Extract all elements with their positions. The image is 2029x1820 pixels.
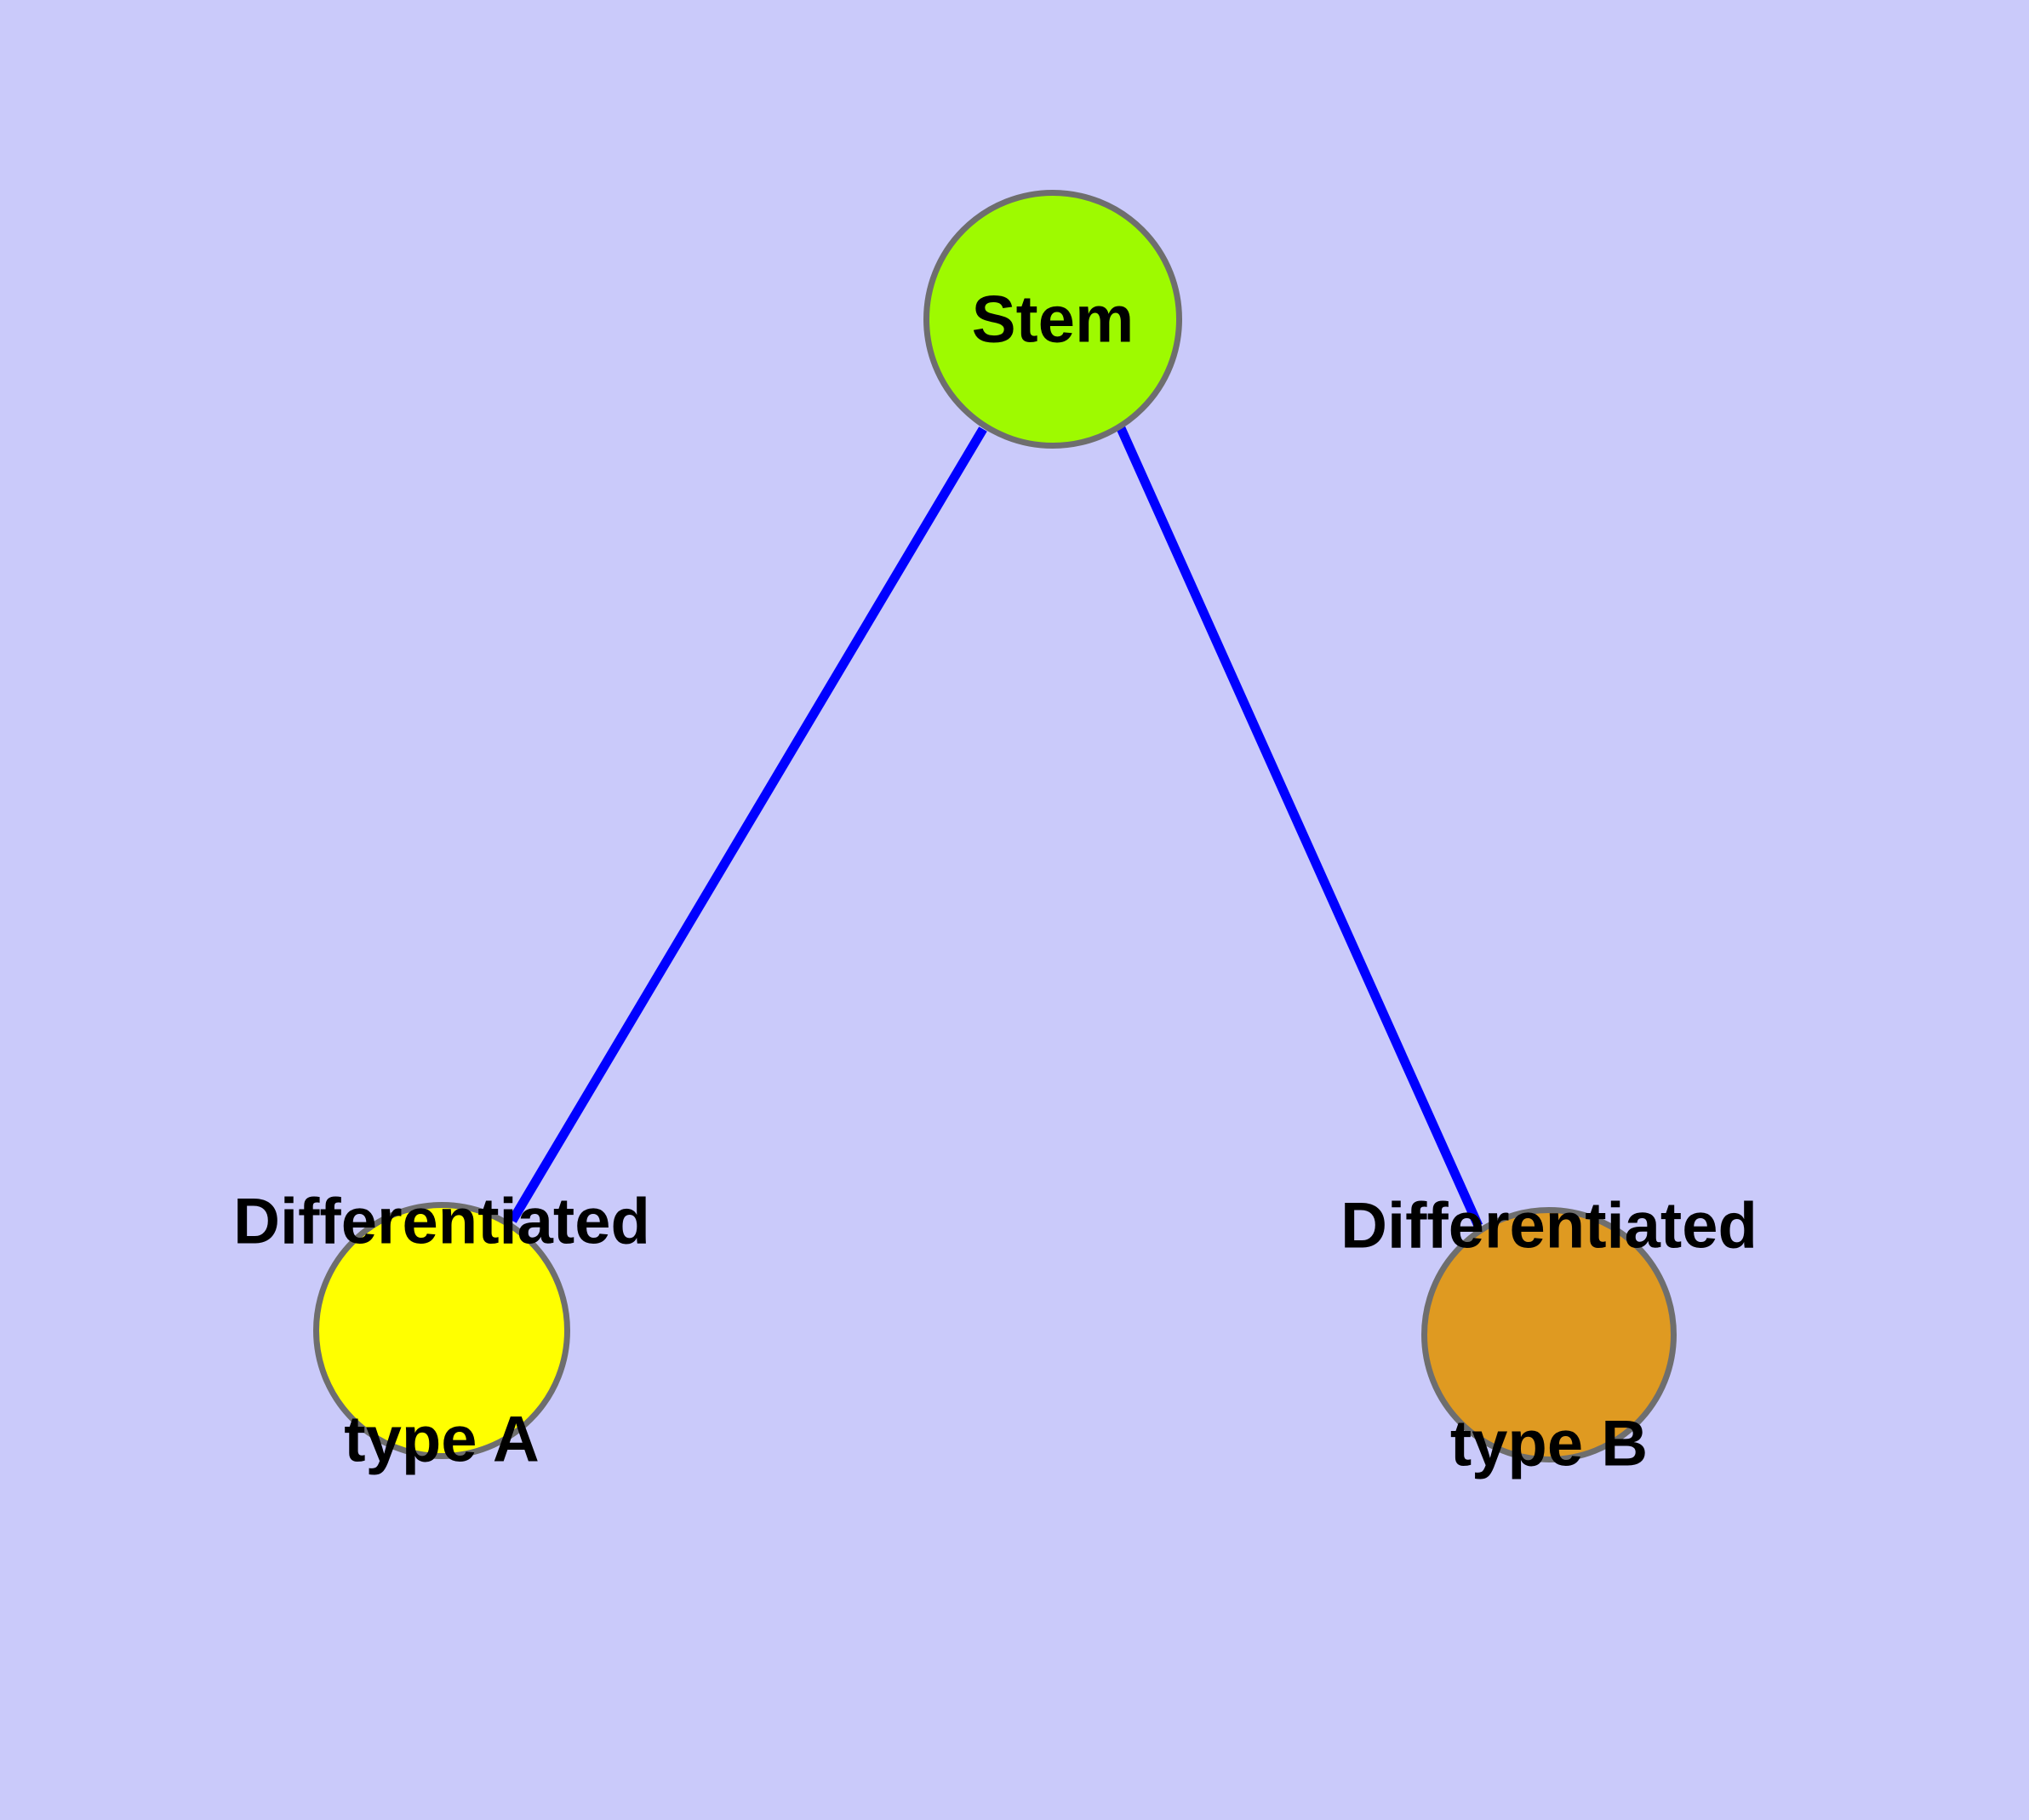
node-circle-differentiated-type-b[interactable] bbox=[1421, 1207, 1677, 1462]
nodes-layer bbox=[313, 190, 1677, 1462]
node-circle-stem[interactable] bbox=[923, 190, 1182, 449]
edges-layer bbox=[508, 426, 1483, 1228]
edge-stem-to-differentiated-type-b[interactable] bbox=[1116, 426, 1483, 1228]
node-circle-differentiated-type-a[interactable] bbox=[313, 1202, 570, 1459]
edge-stem-to-differentiated-type-a[interactable] bbox=[508, 426, 987, 1223]
